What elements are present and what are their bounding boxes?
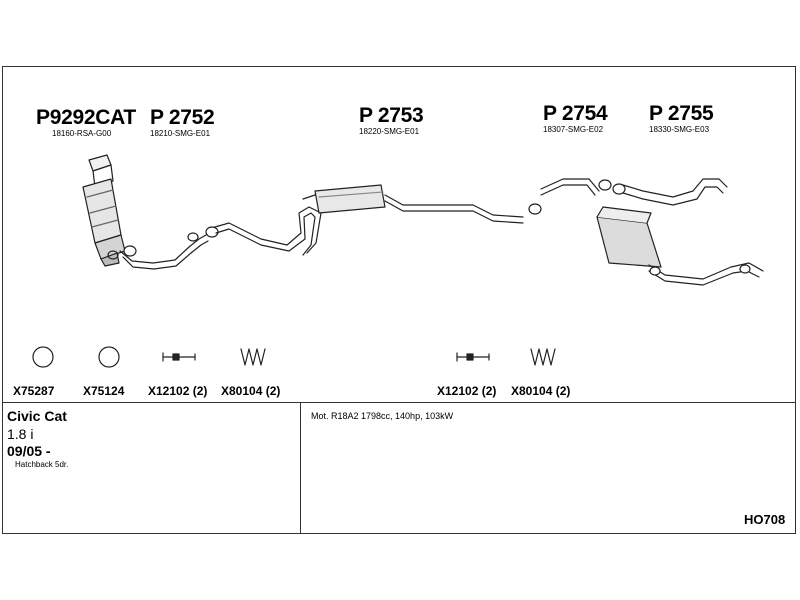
bolt-icon <box>456 352 490 362</box>
gasket-ring-icon <box>98 346 120 368</box>
accessory-label[interactable]: X12102 (2) <box>148 384 208 398</box>
table-divider-horizontal <box>3 402 795 403</box>
accessory-label[interactable]: X75287 <box>13 384 55 398</box>
part-p2754[interactable]: P 2754 18307-SMG-E02 <box>543 102 608 135</box>
kit-code: HO708 <box>744 512 786 527</box>
front-pipe-drawing <box>119 232 209 270</box>
accessory-label[interactable]: X80104 (2) <box>511 384 571 398</box>
vehicle-engine: 1.8 i <box>7 426 34 442</box>
oem-number: 18220-SMG-E01 <box>359 127 420 136</box>
oem-number: 18330-SMG-E03 <box>649 125 710 134</box>
table-divider-vertical <box>300 402 301 533</box>
exhaust-system-drawing <box>32 154 764 368</box>
vehicle-date: 09/05 - <box>7 443 51 459</box>
oem-number: 18160-RSA-G00 <box>52 129 112 138</box>
engine-spec: Mot. R18A2 1798cc, 140hp, 103kW <box>311 411 454 421</box>
spring-icon <box>530 348 556 366</box>
part-number: P9292CAT <box>36 106 136 129</box>
part-p9292cat[interactable]: P9292CAT 18160-RSA-G00 <box>36 106 136 139</box>
accessory-label[interactable]: X80104 (2) <box>221 384 281 398</box>
bolt-icon <box>162 352 196 362</box>
part-number: P 2754 <box>543 102 608 125</box>
vehicle-body: Hatchback 5dr. <box>15 460 69 469</box>
middle-silencer-drawing <box>205 184 542 256</box>
part-number: P 2753 <box>359 104 424 127</box>
catalytic-converter-drawing <box>82 154 126 267</box>
vehicle-model: Civic Cat <box>7 408 67 424</box>
part-number: P 2755 <box>649 102 714 125</box>
oem-number: 18210-SMG-E01 <box>150 129 211 138</box>
gasket-ring-icon <box>32 346 54 368</box>
vehicle-info: Civic Cat 1.8 i 09/05 - Hatchback 5dr. <box>7 407 68 471</box>
oem-number: 18307-SMG-E02 <box>543 125 604 134</box>
rear-silencer-drawing <box>596 178 764 286</box>
part-number: P 2752 <box>150 106 215 129</box>
spring-icon <box>240 348 266 366</box>
accessory-label[interactable]: X75124 <box>83 384 125 398</box>
part-p2752[interactable]: P 2752 18210-SMG-E01 <box>150 106 215 139</box>
part-p2755[interactable]: P 2755 18330-SMG-E03 <box>649 102 714 135</box>
accessory-label[interactable]: X12102 (2) <box>437 384 497 398</box>
intermediate-pipe-drawing <box>540 178 612 196</box>
exhaust-diagram-sheet: P9292CAT 18160-RSA-G00 P 2752 18210-SMG-… <box>2 66 796 534</box>
part-p2753[interactable]: P 2753 18220-SMG-E01 <box>359 104 424 137</box>
